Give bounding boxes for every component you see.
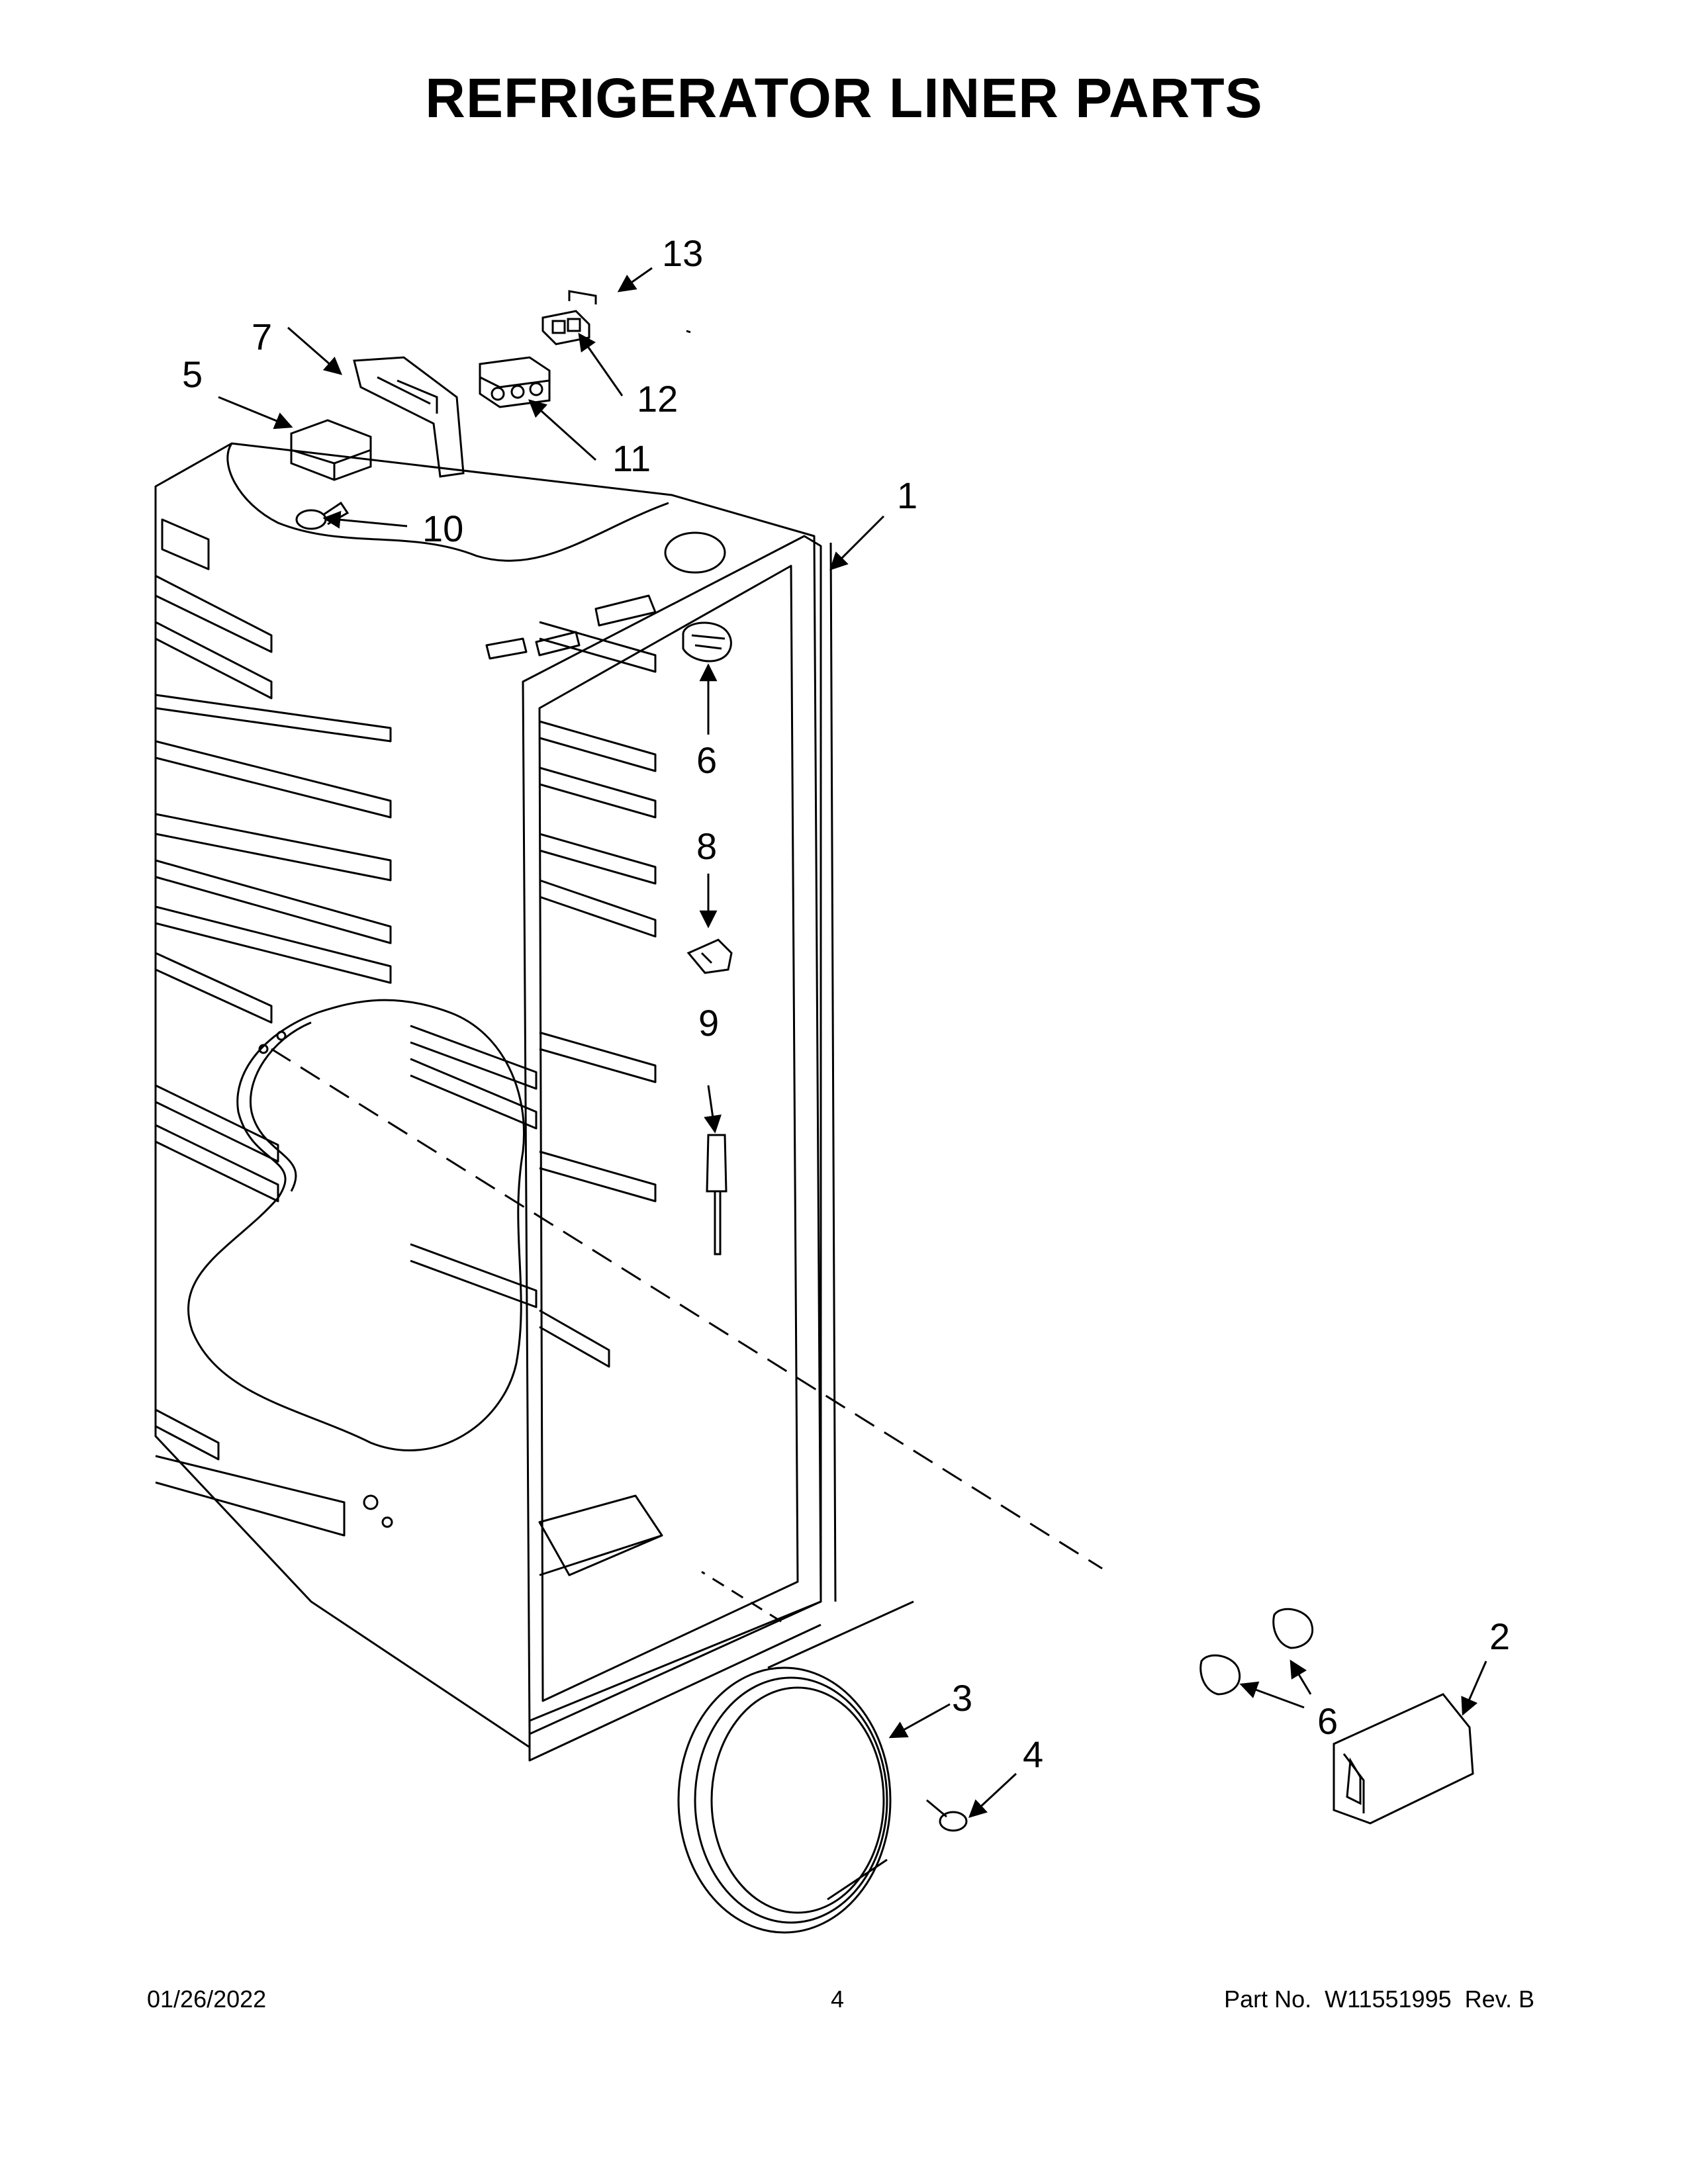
callout-4: 4 (1023, 1733, 1043, 1775)
callout-1: 1 (897, 475, 917, 516)
footer-part-number: W11551995 (1325, 1985, 1452, 2013)
footer-page-number: 4 (831, 1985, 845, 2013)
part-2-drawing (1333, 1693, 1474, 1825)
part-9-drawing (706, 1134, 727, 1255)
part-10-drawing (295, 501, 350, 530)
part-3-drawing (677, 1600, 914, 1934)
callout-7: 7 (252, 316, 272, 357)
callout-8: 8 (696, 825, 717, 867)
part-11-drawing (479, 356, 551, 408)
footer-date: 01/26/2022 (147, 1985, 267, 2013)
callout-3: 3 (952, 1677, 972, 1719)
page-title: REFRIGERATOR LINER PARTS (425, 67, 1263, 129)
leader-arrows (218, 267, 1487, 1818)
callout-11: 11 (612, 437, 651, 479)
callout-5: 5 (182, 353, 203, 395)
footer-part-info: Part No. W11551995 Rev. B (1224, 1985, 1534, 2013)
footer-revision: Rev. B (1464, 1985, 1534, 2013)
part-4-drawing (926, 1799, 968, 1832)
part-8-drawing (686, 938, 733, 974)
part-13-drawing (568, 290, 691, 334)
callout-9: 9 (698, 1002, 719, 1044)
callout-13: 13 (662, 232, 703, 274)
callout-10: 10 (422, 508, 463, 549)
callout-6-lower: 6 (1317, 1700, 1338, 1742)
part-7-drawing (353, 356, 465, 478)
callout-2: 2 (1489, 1615, 1510, 1657)
part-6-top-drawing (682, 621, 732, 662)
footer-part-label: Part No. (1224, 1985, 1312, 2013)
liner-drawing (154, 442, 1103, 1762)
callout-12: 12 (637, 378, 678, 420)
part-5-drawing (290, 419, 372, 481)
part-6-lower-drawing (1199, 1608, 1314, 1696)
callout-6-top: 6 (696, 739, 717, 781)
